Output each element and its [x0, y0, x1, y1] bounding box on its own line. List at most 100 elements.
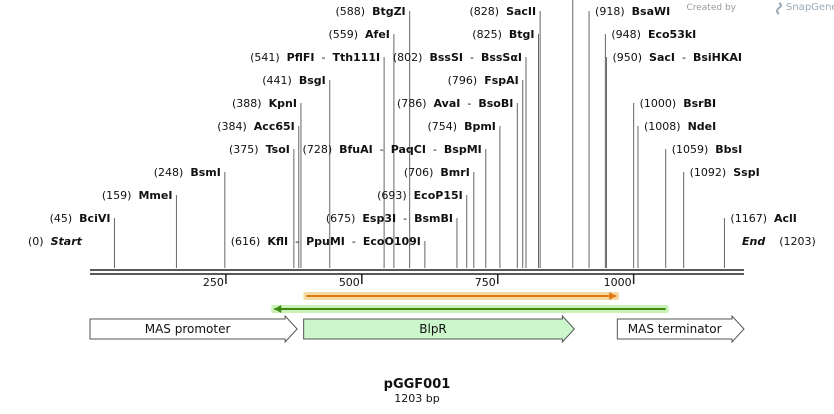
tick-label: 1000	[604, 276, 632, 289]
site-pvuii: (888) PvuII	[572, 0, 574, 268]
tick-label: 750	[475, 276, 496, 289]
site-kpni: (388) KpnI	[232, 97, 302, 268]
site-label: (693) EcoP15I	[377, 189, 463, 202]
site-label: (248) BsmI	[154, 166, 221, 179]
plasmid-size: 1203 bp	[394, 392, 439, 405]
feature-arrow	[616, 314, 745, 344]
site-enzyme-name: End	[742, 235, 765, 248]
ruler-tick: 250	[203, 274, 227, 289]
site-label: (706) BmrI	[404, 166, 470, 179]
site-pflfi: (541) PflFI - Tth111I	[250, 51, 385, 268]
site-enzyme-name: BsiHKAI	[693, 51, 742, 64]
site-label: (786) AvaI - BsoBI	[397, 97, 513, 110]
site-enzyme-name: BmrI	[440, 166, 469, 179]
site-label: (825) BtgI	[472, 28, 534, 41]
site-sspi: (1092) SspI	[683, 166, 760, 268]
site-enzyme-name: BsoBI	[478, 97, 513, 110]
site-end: End (1203)	[742, 235, 816, 248]
site-label: (802) BssSI - BssSαI	[393, 51, 522, 64]
site-bsawi: (918) BsaWI	[588, 5, 670, 268]
site-bcivi: (45) BciVI	[50, 212, 115, 268]
site-enzyme-name: FspAI	[484, 74, 519, 87]
site-enzyme-name: BsrBI	[683, 97, 716, 110]
arrow-right-icon	[609, 292, 617, 300]
site-enzyme-name: AclI	[774, 212, 797, 225]
site-enzyme-name: EcoP15I	[414, 189, 463, 202]
site-label: (948) Eco53kI	[611, 28, 696, 41]
site-enzyme-name: PaqCI	[391, 143, 426, 156]
site-sacii: (828) SacII	[469, 5, 541, 268]
watermark-created-by: Created by	[686, 3, 736, 13]
site-bmri: (706) BmrI	[404, 166, 475, 268]
ruler-ticks: 250 500 750 1000	[203, 274, 635, 289]
site-enzyme-name: BbsI	[715, 143, 742, 156]
site-label: (728) BfuAI - PaqCI - BspMI	[303, 143, 482, 156]
site-avai: (786) AvaI - BsoBI	[397, 97, 518, 268]
watermark-brand: SnapGene	[786, 2, 834, 13]
feature-label: MAS promoter	[145, 322, 231, 336]
ruler-tick: 750	[475, 274, 499, 289]
site-enzyme-name: BsmI	[190, 166, 221, 179]
site-tsoi: (375) TsoI	[229, 143, 295, 268]
site-enzyme-name: Start	[51, 235, 83, 248]
site-acli: (1167) AclI	[723, 212, 797, 268]
site-afei: (559) AfeI	[328, 28, 395, 268]
site-label: (159) MmeI	[102, 189, 173, 202]
feature-annotations: MAS promoter BlpR MAS terminator	[89, 314, 745, 344]
site-label: (950) SacI - BsiHKAI	[612, 51, 742, 64]
site-enzyme-name: TsoI	[266, 143, 290, 156]
feature-mas-terminator: MAS terminator	[616, 314, 745, 344]
site-bpmi: (754) BpmI	[427, 120, 501, 268]
site-label: (754) BpmI	[427, 120, 495, 133]
site-enzyme-name: KpnI	[269, 97, 297, 110]
site-enzyme-name: BsgI	[299, 74, 326, 87]
site-label: (441) BsgI	[262, 74, 326, 87]
tick-label: 250	[203, 276, 224, 289]
ruler-tick: 500	[339, 274, 363, 289]
site-label: (675) Esp3I - BsmBI	[326, 212, 453, 225]
site-label: (1000) BsrBI	[640, 97, 716, 110]
site-label: (796) FspAI	[448, 74, 519, 87]
site-enzyme-name: BciVI	[79, 212, 110, 225]
site-enzyme-name: Acc65I	[254, 120, 295, 133]
tick-label: 500	[339, 276, 360, 289]
restriction-sites: (0) Start (45) BciVI (159) MmeI (248) BsmI (…	[28, 0, 816, 268]
site-enzyme-name: Eco53kI	[648, 28, 696, 41]
site-enzyme-name: SacI	[649, 51, 675, 64]
feature-arrow	[89, 314, 298, 344]
site-mmei: (159) MmeI	[102, 189, 177, 268]
site-enzyme-name: KflI	[267, 235, 288, 248]
green-primer	[271, 305, 669, 313]
primer-annotations	[271, 292, 669, 313]
site-label: (588) BtgZI	[335, 5, 405, 18]
site-enzyme-name: SacII	[506, 5, 536, 18]
site-label: (375) TsoI	[229, 143, 290, 156]
site-btgzi: (588) BtgZI	[335, 5, 411, 268]
site-enzyme-name: PpuMI	[306, 235, 345, 248]
feature-blpr: BlpR	[303, 314, 576, 344]
site-bfuai: (728) BfuAI - PaqCI - BspMI	[303, 143, 487, 268]
site-label: End (1203)	[742, 235, 816, 248]
site-esp3i: (675) Esp3I - BsmBI	[326, 212, 458, 268]
site-label: (559) AfeI	[328, 28, 389, 41]
site-label: (1008) NdeI	[644, 120, 716, 133]
site-enzyme-name: PflFI	[287, 51, 315, 64]
site-label: (1059) BbsI	[672, 143, 742, 156]
site-enzyme-name: SspI	[733, 166, 759, 179]
site-label: (918) BsaWI	[595, 5, 670, 18]
site-label: (45) BciVI	[50, 212, 111, 225]
site-enzyme-name: BsmBI	[414, 212, 453, 225]
site-label: (541) PflFI - Tth111I	[250, 51, 380, 64]
site-start: (0) Start	[28, 235, 83, 248]
feature-label: MAS terminator	[628, 322, 722, 336]
site-enzyme-name: EcoO109I	[363, 235, 421, 248]
feature-arrow	[303, 314, 576, 344]
feature-mas-promoter: MAS promoter	[89, 314, 298, 344]
site-label: (828) SacII	[469, 5, 536, 18]
site-enzyme-name: MmeI	[138, 189, 172, 202]
site-enzyme-name: BssSI	[429, 51, 463, 64]
site-enzyme-name: NdeI	[688, 120, 717, 133]
site-kfli: (616) KflI - PpuMI - EcoO109I	[231, 235, 426, 268]
site-label: (1167) AclI	[730, 212, 796, 225]
plasmid-name: pGGF001	[384, 377, 451, 392]
